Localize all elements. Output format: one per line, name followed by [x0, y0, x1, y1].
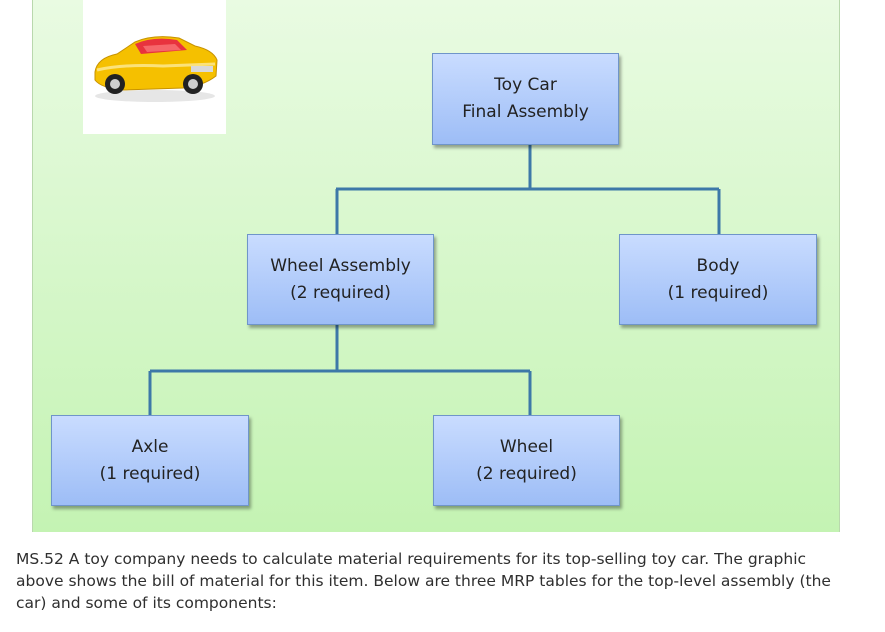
axle-node: Axle (1 required) [51, 415, 249, 506]
node-label: Wheel [499, 436, 554, 457]
node-label: Toy Car [494, 75, 557, 95]
node-quantity: (1 required) [99, 463, 201, 484]
node-quantity: (1 required) [667, 282, 769, 303]
toy-car-photo [83, 0, 226, 134]
connector-lines [148, 145, 721, 416]
node-sublabel: Final Assembly [462, 102, 589, 122]
toy-car-icon [94, 36, 218, 102]
wheel-node: Wheel (2 required) [433, 415, 620, 506]
node-quantity: (2 required) [476, 463, 577, 484]
node-label: Axle [131, 436, 169, 457]
problem-caption: MS.52 A toy company needs to calculate m… [16, 550, 831, 612]
body-node: Body (1 required) [619, 234, 817, 325]
node-label: Wheel Assembly [270, 255, 411, 276]
wheel-assembly-node: Wheel Assembly (2 required) [247, 234, 434, 325]
toy-car-final-assembly-node: Toy Car Final Assembly [432, 53, 619, 145]
node-quantity: (2 required) [290, 282, 391, 303]
node-label: Body [696, 255, 740, 276]
